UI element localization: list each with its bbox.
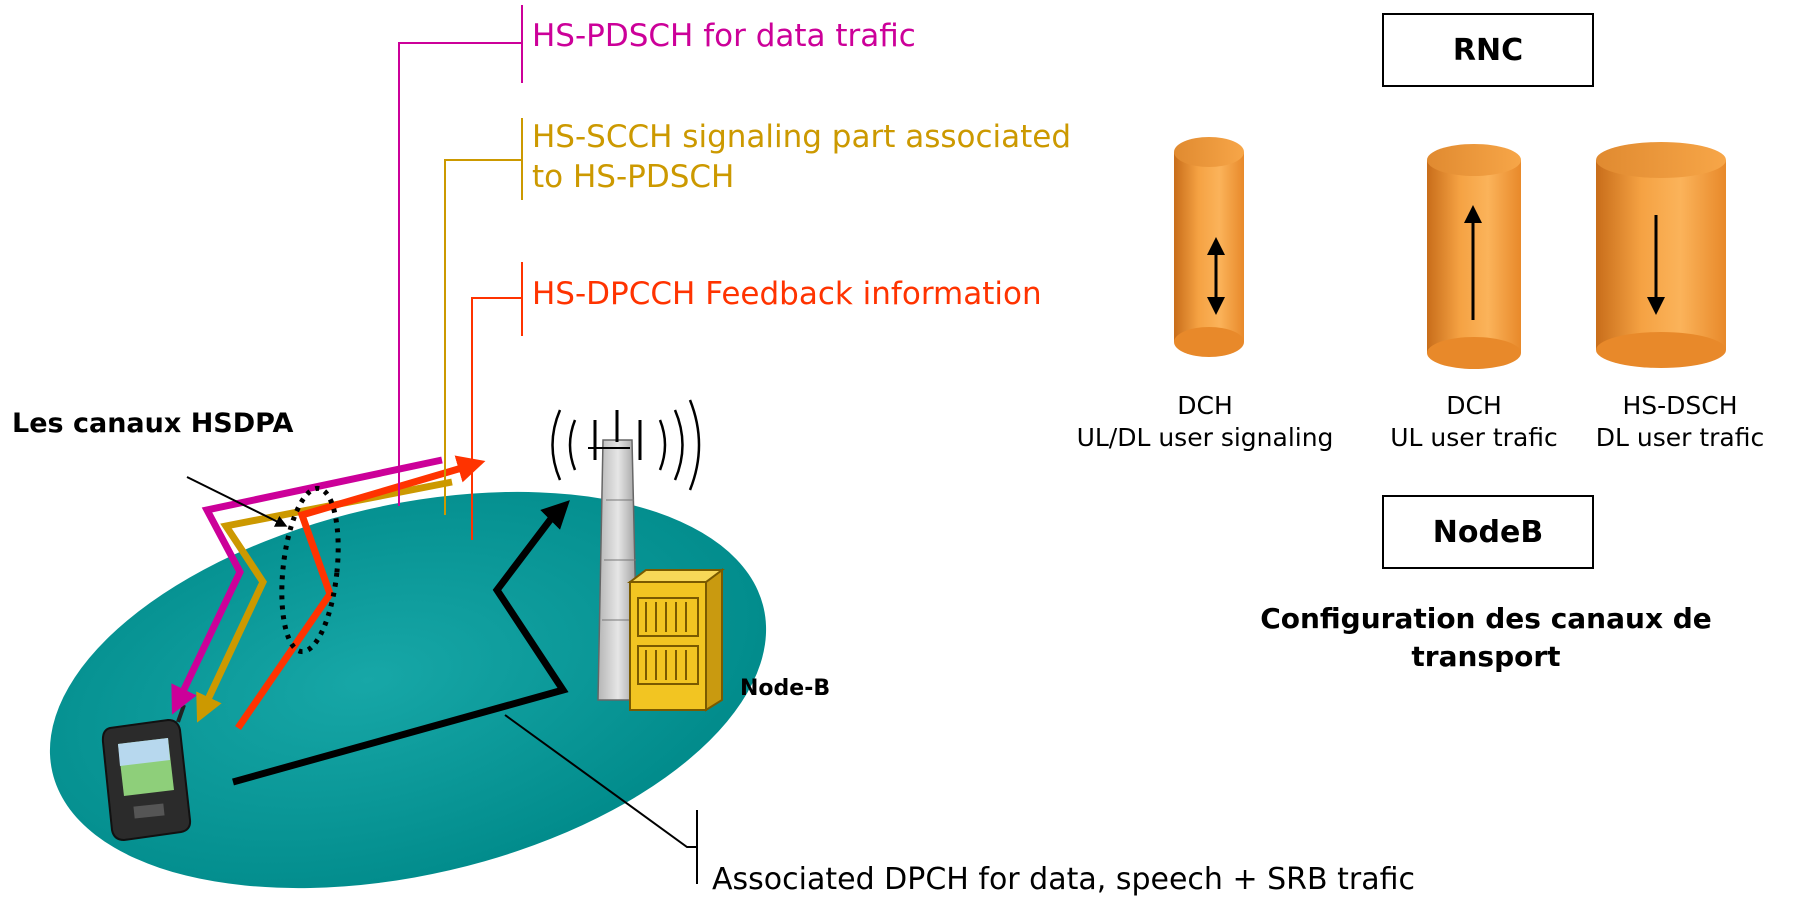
cylinder-label-hs-dsch: HS-DSCH DL user trafic <box>1570 390 1790 454</box>
hsdpa-pointer-arrow <box>186 476 288 527</box>
cylinder-label-dch-signaling: DCH UL/DL user signaling <box>1055 390 1355 454</box>
pdsch-callout-line <box>398 42 522 506</box>
hs-dpcch-line <box>235 455 486 730</box>
scch-callout-line <box>444 159 522 515</box>
node-b-tower <box>551 399 701 701</box>
hs-dpcch-label: HS-DPCCH Feedback information <box>532 276 1042 312</box>
hsdpa-title: Les canaux HSDPA <box>12 408 294 439</box>
cylinder-label-dch-ul: DCH UL user trafic <box>1364 390 1584 454</box>
cylinder-name: HS-DSCH <box>1622 391 1738 420</box>
hs-scch-label: HS-SCCH signaling part associated to HS-… <box>532 119 1072 195</box>
dpch-label: Associated DPCH for data, speech + SRB t… <box>712 862 1415 897</box>
cylinder-name: DCH <box>1446 391 1502 420</box>
cylinder-name: DCH <box>1177 391 1233 420</box>
cylinder-dch-ul-trafic <box>1427 144 1521 369</box>
config-title: Configuration des canaux de transport <box>1260 602 1712 673</box>
node-b-label: Node-B <box>740 676 831 701</box>
dpcch-callout-line <box>471 297 522 540</box>
cylinder-desc: DL user trafic <box>1595 423 1765 452</box>
dpch-callout-line <box>504 714 697 848</box>
nodeb-box: NodeB <box>1382 495 1594 569</box>
cylinder-desc: UL user trafic <box>1390 423 1558 452</box>
hs-pdsch-label: HS-PDSCH for data trafic <box>532 18 916 54</box>
node-b-cabinet <box>627 568 725 712</box>
rnc-box: RNC <box>1382 13 1594 87</box>
dpch-line <box>232 500 570 786</box>
cylinder-desc: UL/DL user signaling <box>1076 423 1334 452</box>
hsdpa-channels-highlight <box>279 485 341 655</box>
cylinder-hs-dsch <box>1596 142 1726 368</box>
hs-pdsch-line <box>171 456 443 715</box>
mobile-phone-icon <box>101 704 192 842</box>
cylinder-dch-signaling <box>1174 137 1244 357</box>
